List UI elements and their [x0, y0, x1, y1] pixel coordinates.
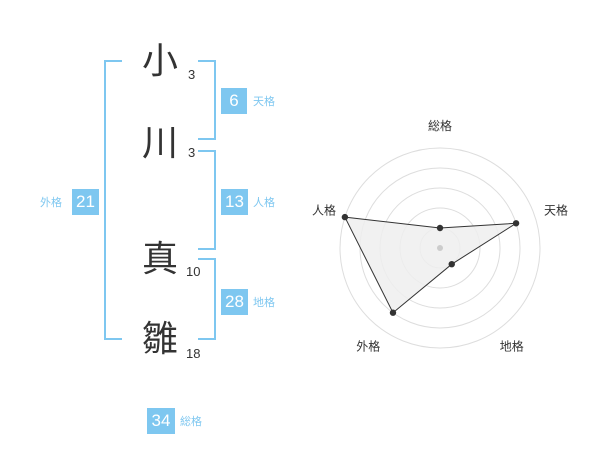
radar-point-2: [512, 220, 520, 227]
name-char-4: 雛: [141, 319, 178, 360]
stroke-count-1: 3: [188, 67, 196, 82]
tenkaku-bracket: [198, 60, 216, 140]
radar-point-5: [341, 213, 349, 221]
radar-point-1: [436, 224, 444, 232]
stroke-count-4: 18: [186, 346, 201, 361]
chikaku-score: 28: [221, 289, 248, 315]
gaikaku-score: 21: [72, 189, 99, 215]
radar-area: [344, 216, 517, 314]
name-char-3: 真: [141, 239, 178, 280]
soukaku-score: 34: [147, 408, 175, 434]
gaikaku-label: 外格: [40, 196, 62, 209]
radar-ring: [339, 147, 541, 349]
jinkaku-bracket: [198, 150, 216, 250]
gaikaku-bracket: [104, 60, 122, 340]
jinkaku-label: 人格: [253, 196, 275, 209]
radar-point-3: [448, 260, 455, 268]
chikaku-label: 地格: [253, 296, 275, 309]
chikaku-bracket: [198, 258, 216, 340]
radar-axis-label-5: 人格: [312, 202, 336, 217]
stroke-count-3: 10: [186, 264, 201, 279]
radar-axis-label-1: 総格: [428, 118, 452, 133]
stroke-count-2: 3: [188, 145, 196, 160]
name-char-2: 川: [141, 123, 178, 164]
radar-axis-label-4: 外格: [356, 339, 380, 354]
name-char-1: 小: [141, 41, 178, 82]
tenkaku-label: 天格: [253, 95, 275, 108]
soukaku-label: 総格: [180, 415, 202, 428]
radar-axis-label-2: 天格: [544, 202, 568, 217]
jinkaku-score: 13: [221, 189, 248, 215]
radar-center-dot: [437, 245, 443, 251]
radar-point-4: [389, 309, 397, 316]
tenkaku-score: 6: [221, 88, 247, 114]
radar-axis-label-3: 地格: [500, 339, 524, 354]
